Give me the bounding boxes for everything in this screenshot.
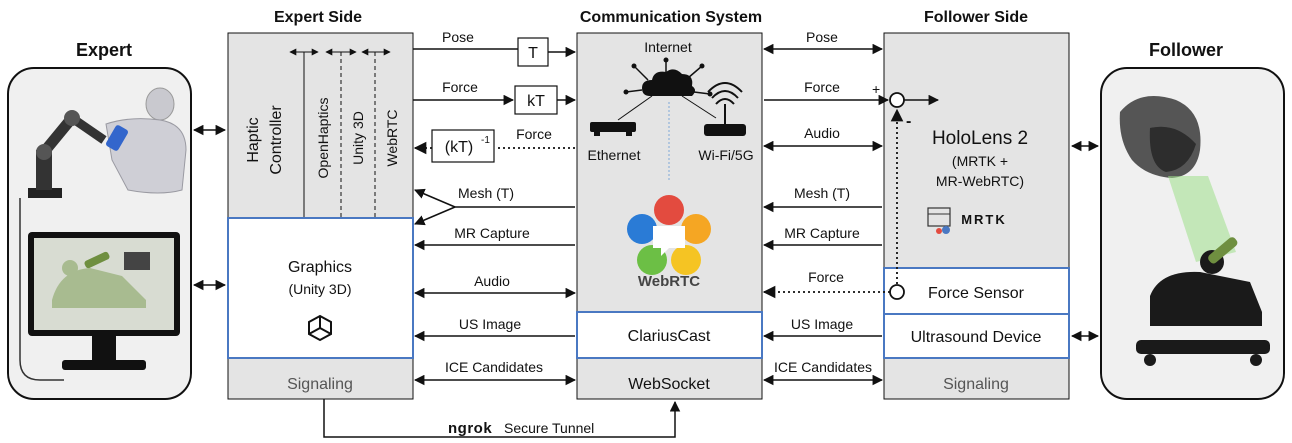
graphics-sublabel: (Unity 3D) xyxy=(288,281,351,297)
force-sensor-node xyxy=(889,284,905,300)
header-expert: Expert xyxy=(76,40,132,60)
kt-box xyxy=(514,85,558,115)
summing-junction xyxy=(889,92,905,108)
headset-icon xyxy=(1119,96,1201,178)
left-force-label: Force xyxy=(442,79,478,95)
expert-signaling-label: Signaling xyxy=(287,376,353,393)
openhaptics-label: OpenHaptics xyxy=(315,98,331,179)
mrtk-logo-icon xyxy=(927,207,951,234)
communication-block: Internet Ethernet Wi-Fi/5G xyxy=(576,32,763,400)
header-expert-side: Expert Side xyxy=(274,9,362,26)
expert-panel xyxy=(7,67,192,400)
header-communication-system: Communication System xyxy=(580,9,762,26)
webrtc-logo-text: WebRTC xyxy=(638,273,700,290)
left-mesh-label: Mesh (T) xyxy=(458,185,514,201)
websocket-label: WebSocket xyxy=(628,376,710,393)
follower-panel xyxy=(1100,67,1285,400)
ngrok-brand: ngrok xyxy=(448,420,492,437)
hololens-label-3: MR-WebRTC) xyxy=(936,173,1024,189)
force-sensor-label: Force Sensor xyxy=(928,285,1025,302)
kt-inverse-box xyxy=(431,129,495,163)
ultrasound-device-box xyxy=(883,313,1070,359)
right-links: Pose Force Audio Mesh (T) MR Capture For… xyxy=(762,29,890,386)
left-links: T Pose kT Force (kT) -1 Force Mesh (T) M… xyxy=(413,29,577,386)
header-follower-side: Follower Side xyxy=(924,9,1028,26)
ultrasound-device-label: Ultrasound Device xyxy=(911,329,1042,346)
left-us-image-label: US Image xyxy=(459,316,521,332)
monitor-icon xyxy=(28,232,180,370)
cloud-icon xyxy=(617,57,717,121)
right-pose-label: Pose xyxy=(806,29,838,45)
patient-bed-icon xyxy=(1136,237,1270,366)
ethernet-icon xyxy=(590,122,636,136)
follower-signaling-label: Signaling xyxy=(943,376,1009,393)
unity3d-label: Unity 3D xyxy=(350,111,366,165)
webrtc-logo-icon xyxy=(627,195,711,275)
haptic-label-2: Controller xyxy=(268,105,285,175)
mannequin-icon xyxy=(105,87,187,194)
right-force-label: Force xyxy=(804,79,840,95)
webrtc-label: WebRTC xyxy=(384,109,400,166)
right-audio-label: Audio xyxy=(804,125,840,141)
robot-arm-icon xyxy=(28,110,107,198)
ngrok-tunnel: ngrok Secure Tunnel xyxy=(323,399,681,438)
wifi-router-icon xyxy=(704,82,746,136)
kt-inverse-label: (kT) xyxy=(445,139,473,156)
left-force-back-label: Force xyxy=(516,126,552,142)
right-mr-capture-label: MR Capture xyxy=(784,225,860,241)
unity-icon xyxy=(308,314,332,342)
right-mesh-label: Mesh (T) xyxy=(794,185,850,201)
left-ice-label: ICE Candidates xyxy=(445,359,543,375)
hololens-label-1: HoloLens 2 xyxy=(932,128,1028,149)
right-us-image-label: US Image xyxy=(791,316,853,332)
hololens-label-2: (MRTK + xyxy=(952,153,1008,169)
graphics-label: Graphics xyxy=(288,259,352,276)
minus-sign: - xyxy=(906,113,911,130)
tunnel-label: Secure Tunnel xyxy=(504,420,594,436)
ethernet-label: Ethernet xyxy=(588,147,641,163)
kt-inverse-sup: -1 xyxy=(481,135,490,146)
left-pose-label: Pose xyxy=(442,29,474,45)
header-follower: Follower xyxy=(1149,40,1223,60)
haptic-label-1: Haptic xyxy=(245,117,262,162)
left-audio-label: Audio xyxy=(474,273,510,289)
right-ice-label: ICE Candidates xyxy=(774,359,872,375)
t-box-label: T xyxy=(528,45,538,62)
internet-label: Internet xyxy=(644,39,692,55)
clariuscast-box xyxy=(576,311,763,359)
follower-side-block: HoloLens 2 (MRTK + MR-WebRTC) MRTK Force… xyxy=(872,32,1070,400)
clariuscast-label: ClariusCast xyxy=(628,328,711,345)
plus-sign: + xyxy=(872,81,880,97)
mrtk-logo-text: MRTK xyxy=(961,212,1007,227)
wifi-label: Wi-Fi/5G xyxy=(698,147,753,163)
kt-box-label: kT xyxy=(527,93,545,110)
light-beam-icon xyxy=(1168,176,1236,262)
force-sensor-box xyxy=(883,267,1070,315)
graphics-box xyxy=(227,217,414,359)
expert-side-block: Haptic Controller OpenHaptics Unity 3D W… xyxy=(227,32,414,400)
right-force-back-label: Force xyxy=(808,269,844,285)
left-mr-capture-label: MR Capture xyxy=(454,225,530,241)
